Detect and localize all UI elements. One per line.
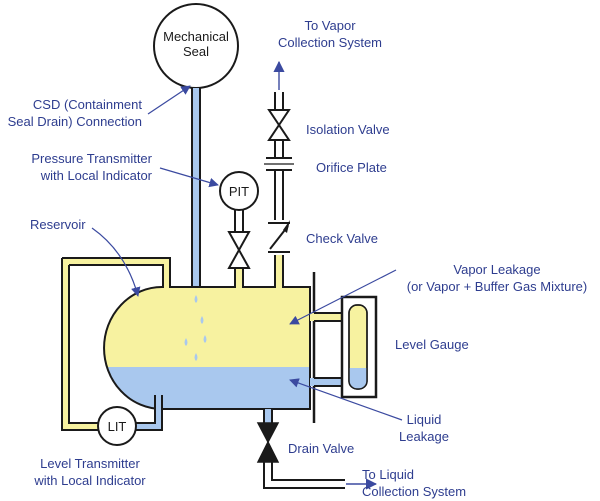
- pit-isolation-valve: [227, 231, 251, 269]
- lit-instrument: LIT: [97, 406, 137, 446]
- isolation-valve-label: Isolation Valve: [306, 122, 390, 137]
- level-gauge: [310, 295, 378, 399]
- pressure-transmitter-label-2: with Local Indicator: [40, 168, 153, 183]
- pit-leader: [159, 167, 219, 188]
- level-transmitter-label-2: with Local Indicator: [33, 473, 146, 488]
- liquid-droplets: [184, 295, 207, 361]
- mechanical-seal: Mechanical Seal: [153, 3, 239, 89]
- mechanical-seal-label-2: Seal: [183, 44, 209, 59]
- pressure-transmitter-label-1: Pressure Transmitter: [31, 151, 152, 166]
- vapor-outlet-pipe: [274, 92, 284, 288]
- isolation-valve: [267, 109, 291, 141]
- liquid-leakage-leader: [289, 378, 403, 421]
- vapor-collection-label-1: To Vapor: [304, 18, 356, 33]
- liquid-collection-label-1: To Liquid: [362, 467, 414, 482]
- check-valve-label: Check Valve: [306, 231, 378, 246]
- csd-label-1: CSD (Containment: [33, 97, 142, 112]
- pit-instrument: PIT: [219, 171, 259, 211]
- vapor-leakage-leader: [289, 269, 397, 325]
- mechanical-seal-label-1: Mechanical: [163, 29, 229, 44]
- drain-valve-label: Drain Valve: [288, 441, 354, 456]
- pit-label: PIT: [229, 184, 249, 199]
- reservoir-vessel: [103, 272, 316, 423]
- vapor-leakage-label-2: (or Vapor + Buffer Gas Mixture): [407, 279, 588, 294]
- vapor-collection-label-2: Collection System: [278, 35, 382, 50]
- drain-valve: [256, 422, 280, 463]
- lit-loop-pipe: [61, 257, 171, 431]
- lit-label: LIT: [108, 419, 127, 434]
- reservoir-leader: [91, 227, 141, 297]
- liquid-leakage-label-2: Leakage: [399, 429, 449, 444]
- csd-drain-pipe: [191, 88, 201, 288]
- drain-pipe: [263, 409, 378, 490]
- orifice-plate-label: Orifice Plate: [316, 160, 387, 175]
- csd-label-2: Seal Drain) Connection: [8, 114, 142, 129]
- annotation-leaders: [91, 85, 403, 421]
- level-gauge-label: Level Gauge: [395, 337, 469, 352]
- reservoir-label: Reservoir: [30, 217, 86, 232]
- orifice-plate: [264, 157, 294, 171]
- pit-branch-pipe: [234, 210, 244, 288]
- check-valve: [268, 220, 290, 253]
- vapor-leakage-label-1: Vapor Leakage: [453, 262, 540, 277]
- liquid-collection-label-2: Collection System: [362, 484, 466, 499]
- labels: To Vapor Collection System CSD (Containm…: [8, 18, 588, 499]
- liquid-leakage-label-1: Liquid: [407, 412, 442, 427]
- level-transmitter-label-1: Level Transmitter: [40, 456, 140, 471]
- csd-leader: [147, 85, 191, 115]
